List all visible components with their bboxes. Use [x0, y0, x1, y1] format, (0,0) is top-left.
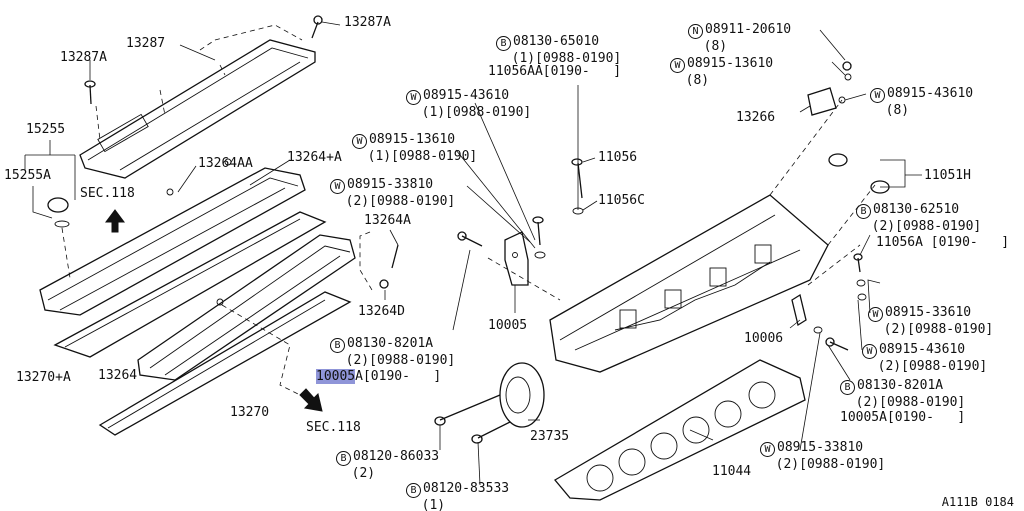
b-symbol-icon: B [406, 483, 421, 498]
label-13264plusA: 13264+A [287, 150, 342, 165]
grommet-13264D[interactable] [379, 279, 389, 289]
bracket-10005[interactable] [504, 231, 529, 286]
rocker-gasket-lh[interactable] [53, 211, 327, 358]
label-13266: 13266 [736, 110, 776, 125]
label-15255A: 15255A [4, 168, 51, 183]
w-symbol-icon: W [330, 179, 345, 194]
bolt-08130-65010[interactable] [532, 216, 546, 259]
sec118-label-top[interactable]: SEC.118 [80, 186, 135, 201]
label-11056: 11056 [598, 150, 638, 165]
label-11056C: 11056C [598, 193, 645, 208]
label-15255: 15255 [26, 122, 66, 137]
bolt-08130-62510[interactable] [853, 253, 867, 301]
w-symbol-icon: W [760, 442, 775, 457]
rocker-gasket-rh[interactable] [98, 291, 352, 436]
label-13287: 13287 [126, 36, 166, 51]
label-13287A-left: 13287A [60, 50, 107, 65]
w-symbol-icon: W [406, 90, 421, 105]
label-13264A: 13264A [364, 213, 411, 228]
cylinder-head-gasket[interactable] [554, 359, 806, 501]
w-symbol-icon: W [670, 58, 685, 73]
sec118-arrow-up [105, 209, 125, 233]
label-13264: 13264 [98, 368, 138, 383]
b-symbol-icon: B [840, 380, 855, 395]
label-10005: 10005 [488, 318, 528, 333]
bolt-13287A-top[interactable] [311, 15, 323, 39]
bolt-08130-8201A-right[interactable] [813, 326, 849, 351]
b-symbol-icon: B [336, 451, 351, 466]
label-11056A: 11056A [0190- ] [876, 235, 1010, 250]
bracket-13266[interactable] [807, 87, 837, 116]
plug-11051H-upper[interactable] [828, 153, 848, 167]
label-11051H: 11051H [924, 168, 971, 183]
bolt-08120-83533[interactable] [471, 421, 511, 444]
label-13287A-top: 13287A [344, 15, 391, 30]
label-11056AA: 11056AA[0190- ] [488, 64, 622, 79]
clip-13264A[interactable] [391, 244, 399, 269]
cylinder-head[interactable] [549, 194, 829, 373]
label-10006: 10006 [744, 331, 784, 346]
bolt-08120-86033[interactable] [434, 394, 501, 426]
w-symbol-icon: W [868, 307, 883, 322]
label-10005A-right: 10005A[0190- ] [840, 410, 966, 425]
bolt-13287A-left[interactable] [84, 80, 96, 105]
label-13264D: 13264D [358, 304, 405, 319]
nut-08911-20610[interactable] [842, 61, 852, 81]
rocker-cover-plate[interactable] [79, 39, 316, 179]
camshaft-sprocket-23735[interactable] [499, 362, 545, 428]
bolt-08130-8201A-mid[interactable] [457, 231, 483, 247]
diagram-reference-code: A111B 0184 [941, 495, 1014, 509]
rocker-cover-lh[interactable] [39, 158, 306, 316]
bolt-11056[interactable] [571, 158, 583, 199]
sec118-arrow-down [299, 388, 323, 412]
w-symbol-icon: W [352, 134, 367, 149]
sec118-label-bottom[interactable]: SEC.118 [306, 420, 361, 435]
oil-filler-cap[interactable] [47, 197, 70, 228]
label-13270: 13270 [230, 405, 270, 420]
label-23735: 23735 [530, 429, 570, 444]
n-symbol-icon: N [688, 24, 703, 39]
label-10005A-highlighted[interactable]: 10005A[0190- ] [316, 369, 442, 384]
b-symbol-icon: B [496, 36, 511, 51]
b-symbol-icon: B [330, 338, 345, 353]
w-symbol-icon: W [862, 344, 877, 359]
label-11044: 11044 [712, 464, 752, 479]
w-symbol-icon: W [870, 88, 885, 103]
label-13270plusA: 13270+A [16, 370, 71, 385]
rocker-cover-rh[interactable] [137, 234, 356, 381]
bracket-10006[interactable] [791, 293, 807, 327]
b-symbol-icon: B [856, 204, 871, 219]
label-13264AA: 13264AA [198, 156, 253, 171]
highlighted-part-number[interactable]: 10005 [316, 369, 356, 384]
